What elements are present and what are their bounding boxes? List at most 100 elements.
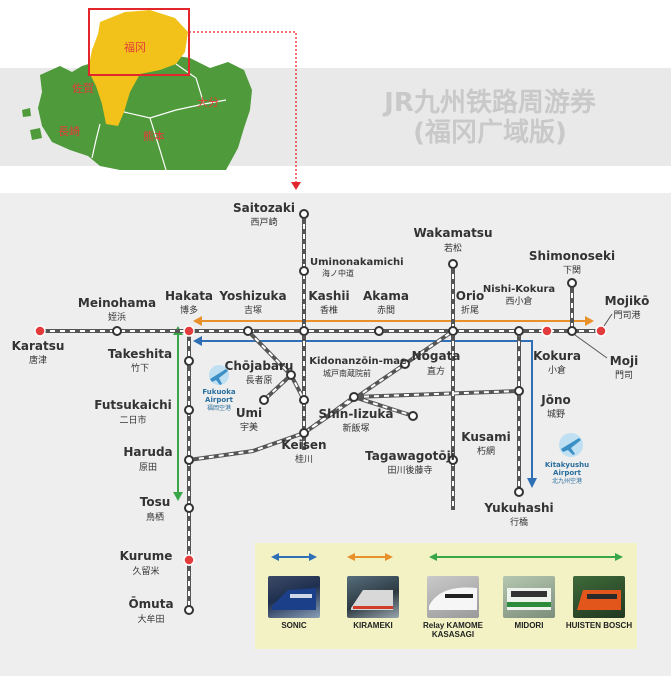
station-marker-kokura[interactable] bbox=[541, 325, 553, 337]
sonic-arrow-left-icon bbox=[193, 336, 202, 346]
station-marker-kusami[interactable] bbox=[448, 455, 458, 465]
label-nogata-en: Nōgata bbox=[412, 349, 461, 363]
label-mojiko-jp: 門司港 bbox=[613, 309, 640, 321]
kitakyushu-airport-en1: Kitakyushu bbox=[545, 461, 589, 469]
legend-label-kirameki: KIRAMEKI bbox=[353, 621, 393, 630]
label-karatsu-jp: 唐津 bbox=[29, 354, 47, 366]
label-kidonanzoin-jp: 城戸南蔵院前 bbox=[323, 368, 371, 378]
label-keisen-en: Keisen bbox=[281, 438, 326, 452]
legend-sonic-arrow-right-icon bbox=[309, 553, 317, 561]
station-marker-yukuhashi[interactable] bbox=[514, 487, 524, 497]
station-marker-takeshita[interactable] bbox=[184, 356, 194, 366]
kitakyushu-airport-en2: Airport bbox=[553, 469, 582, 477]
pass-title-line1: JR九州铁路周游券 bbox=[384, 88, 596, 118]
label-uminonakamichi-en: Uminonakamichi bbox=[310, 257, 404, 268]
station-marker-meinohama[interactable] bbox=[112, 326, 122, 336]
label-moji-jp: 門司 bbox=[615, 370, 633, 381]
station-marker-kashii[interactable] bbox=[299, 326, 309, 336]
label-orio-jp: 折尾 bbox=[461, 304, 479, 316]
label-akama-jp: 赤間 bbox=[377, 305, 395, 316]
station-marker-moji[interactable] bbox=[567, 326, 577, 336]
huisten-bosch-train-image bbox=[573, 576, 625, 618]
station-marker-umi[interactable] bbox=[259, 395, 269, 405]
station-marker-nogata[interactable] bbox=[400, 359, 410, 369]
fukuoka-prefecture-shape bbox=[88, 10, 188, 126]
label-saitozaki-en: Saitozaki bbox=[233, 201, 295, 215]
station-marker-kidonanzoin[interactable] bbox=[299, 395, 309, 405]
station-marker-saitozaki[interactable] bbox=[299, 209, 309, 219]
legend-label-midori: MIDORI bbox=[514, 621, 544, 630]
station-marker-hakata[interactable] bbox=[183, 325, 195, 337]
station-marker-jono[interactable] bbox=[514, 386, 524, 396]
station-marker-keisen[interactable] bbox=[299, 428, 309, 438]
pref-label-fukuoka: 福冈 bbox=[124, 40, 146, 54]
label-yoshizuka-en: Yoshizuka bbox=[218, 289, 286, 303]
label-haruda-jp: 原田 bbox=[139, 462, 157, 473]
label-wakamatsu-en: Wakamatsu bbox=[413, 226, 492, 240]
airplane-icon bbox=[210, 369, 228, 385]
station-marker-kurume[interactable] bbox=[183, 554, 195, 566]
label-kusami-en: Kusami bbox=[461, 430, 511, 444]
label-tagawagotoji-en: Tagawagotōji bbox=[365, 449, 455, 463]
train-legend: SONIC KIRAMEKI Relay KAMOME KASASAGI MID… bbox=[255, 543, 637, 649]
label-akama-en: Akama bbox=[363, 289, 409, 303]
fukuoka-airport-en2: Airport bbox=[205, 396, 234, 404]
legend-sonic-arrow-left-icon bbox=[271, 553, 279, 561]
label-kashii-jp: 香椎 bbox=[320, 304, 338, 316]
station-marker-tosu[interactable] bbox=[184, 503, 194, 513]
label-takeshita-jp: 竹下 bbox=[131, 362, 149, 374]
fukuoka-airport-en1: Fukuoka bbox=[202, 388, 236, 396]
legend-label-kamome-line1: Relay KAMOME bbox=[422, 621, 483, 630]
connector-arrow-icon bbox=[291, 182, 301, 190]
label-omuta-jp: 大牟田 bbox=[137, 613, 164, 625]
station-marker-shinizuka[interactable] bbox=[349, 392, 359, 402]
label-takeshita-en: Takeshita bbox=[108, 347, 172, 361]
prefecture-border bbox=[91, 63, 227, 171]
label-keisen-jp: 桂川 bbox=[295, 453, 313, 465]
label-moji-en: Moji bbox=[610, 354, 638, 368]
station-marker-omuta[interactable] bbox=[184, 605, 194, 615]
station-marker-tagawagotoji[interactable] bbox=[408, 411, 418, 421]
station-marker-nishikokura[interactable] bbox=[514, 326, 524, 336]
kirameki-arrow-right-icon bbox=[585, 316, 594, 326]
label-shimonoseki-jp: 下関 bbox=[563, 265, 581, 276]
legend-kirameki-arrow-left-icon bbox=[347, 553, 355, 561]
label-wakamatsu-jp: 若松 bbox=[444, 242, 462, 254]
kirameki-train-image bbox=[347, 576, 399, 618]
kyushu-land bbox=[38, 54, 252, 170]
station-marker-wakamatsu[interactable] bbox=[448, 259, 458, 269]
pref-label-nagasaki: 長崎 bbox=[58, 124, 80, 138]
fukuoka-highlight-box bbox=[88, 8, 190, 76]
label-omuta-en: Ōmuta bbox=[128, 596, 173, 611]
station-marker-akama[interactable] bbox=[374, 326, 384, 336]
station-marker-chojabaru[interactable] bbox=[286, 370, 296, 380]
label-futsukaichi-en: Futsukaichi bbox=[94, 398, 172, 412]
station-marker-shimonoseki[interactable] bbox=[567, 278, 577, 288]
legend-label-sonic: SONIC bbox=[281, 621, 307, 630]
label-jono-jp: 城野 bbox=[547, 409, 565, 420]
station-markers bbox=[34, 209, 607, 615]
fukuoka-airport[interactable]: Fukuoka Airport 福岡空港 bbox=[202, 365, 236, 412]
station-marker-mojiko[interactable] bbox=[595, 325, 607, 337]
legend-kamome-arrow-left-icon bbox=[429, 553, 437, 561]
kirameki-arrow-left-icon bbox=[193, 316, 202, 326]
label-jono-en: Jōno bbox=[540, 393, 571, 407]
label-karatsu-en: Karatsu bbox=[12, 339, 65, 353]
label-shimonoseki-en: Shimonoseki bbox=[529, 249, 615, 263]
label-yukuhashi-jp: 行橋 bbox=[510, 516, 528, 528]
kyushu-inset-map: 福冈 佐賀 長崎 熊本 大分 bbox=[22, 8, 301, 190]
label-futsukaichi-jp: 二日市 bbox=[119, 414, 146, 426]
station-marker-haruda[interactable] bbox=[184, 455, 194, 465]
station-marker-futsukaichi[interactable] bbox=[184, 405, 194, 415]
station-marker-uminonakamichi[interactable] bbox=[299, 266, 309, 276]
station-marker-yoshizuka[interactable] bbox=[243, 326, 253, 336]
kamome-train-image bbox=[427, 576, 479, 618]
station-marker-orio[interactable] bbox=[448, 326, 458, 336]
station-marker-karatsu[interactable] bbox=[34, 325, 46, 337]
label-haruda-en: Haruda bbox=[123, 445, 172, 459]
kitakyushu-airport[interactable]: Kitakyushu Airport 北九州空港 bbox=[545, 433, 589, 485]
label-chojabaru-en: Chōjabaru bbox=[225, 359, 294, 373]
label-shinizuka-en: Shin-Iizuka bbox=[318, 407, 393, 421]
kyushu-islet bbox=[22, 108, 31, 117]
legend-kirameki-arrow-right-icon bbox=[385, 553, 393, 561]
